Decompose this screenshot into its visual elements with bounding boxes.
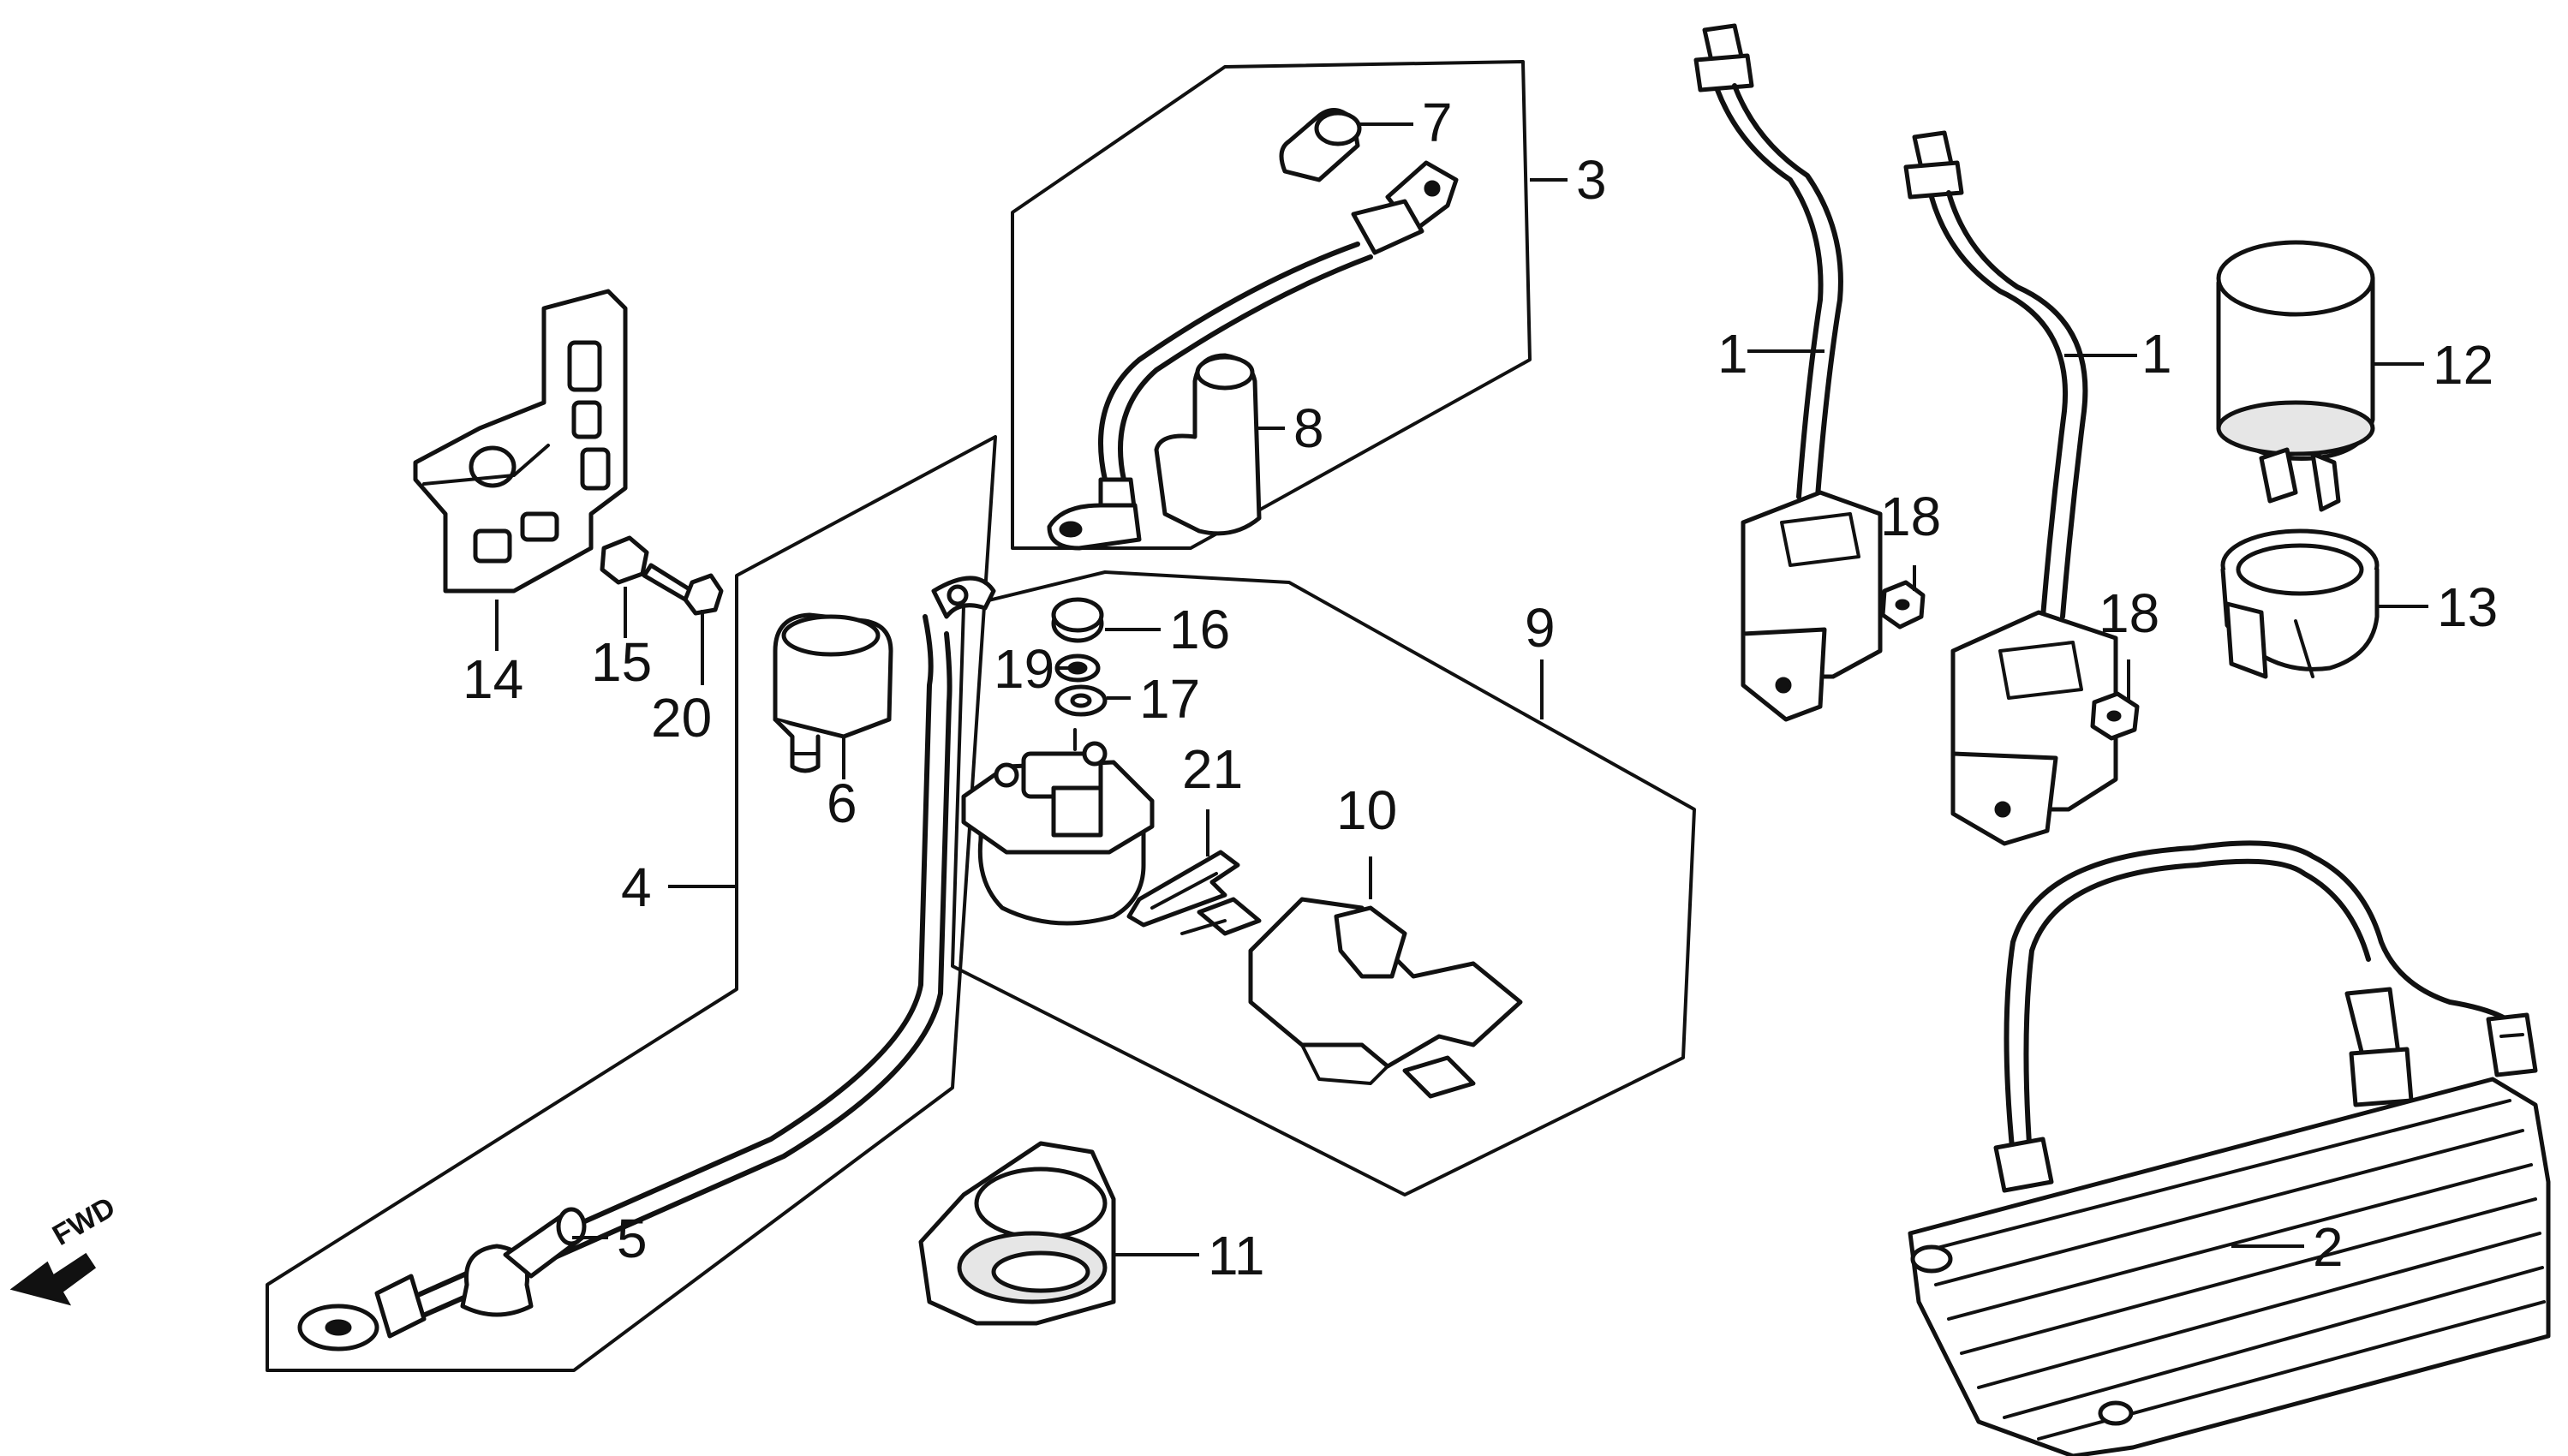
nut-18-right — [2090, 691, 2140, 741]
callout-9: 9 — [1525, 597, 1556, 659]
fwd-arrow-icon — [9, 1252, 97, 1306]
nut-15 — [600, 535, 649, 585]
callout-15: 15 — [591, 631, 652, 693]
callout-5: 5 — [617, 1208, 648, 1269]
band-13 — [2220, 528, 2380, 679]
callout-14: 14 — [463, 648, 523, 710]
washer-17 — [1054, 684, 1108, 717]
clamp-11 — [918, 1141, 1116, 1326]
group-4-boundary — [266, 435, 997, 1372]
bracket-14 — [413, 289, 628, 594]
cap-7 — [1279, 108, 1362, 182]
terminal-cover-5 — [460, 1207, 587, 1317]
callout-19: 19 — [994, 638, 1054, 700]
callout-4: 4 — [621, 856, 652, 918]
callout-8: 8 — [1293, 397, 1324, 459]
starter-relay — [961, 728, 1155, 926]
battery-cable-4 — [297, 576, 996, 1352]
callout-21: 21 — [1182, 738, 1243, 800]
callout-1-right: 1 — [2141, 323, 2172, 385]
callout-labels: 1 1 2 3 4 5 6 7 8 9 10 11 12 13 14 15 16… — [463, 92, 2498, 1286]
bolt-20 — [642, 563, 724, 616]
callout-13: 13 — [2437, 576, 2498, 638]
fwd-label: FWD — [47, 1190, 121, 1252]
boot-8 — [1154, 353, 1262, 536]
resistor-1-left — [1693, 23, 1883, 722]
callout-12: 12 — [2433, 334, 2493, 396]
leader-lines — [495, 122, 2428, 1256]
callout-10: 10 — [1336, 779, 1397, 841]
callout-20: 20 — [651, 687, 712, 749]
callout-11: 11 — [1208, 1225, 1264, 1286]
callout-17: 17 — [1139, 668, 1200, 730]
callout-2: 2 — [2313, 1216, 2344, 1278]
callout-3: 3 — [1576, 149, 1607, 211]
cover-6 — [773, 612, 893, 773]
cable-3 — [1047, 160, 1459, 551]
resistor-1-right — [1903, 130, 2118, 846]
group-9-boundary — [951, 570, 1696, 1196]
nut-16 — [1051, 597, 1104, 643]
callout-18-right: 18 — [2099, 582, 2159, 644]
clip-21 — [1126, 850, 1240, 928]
callout-6: 6 — [827, 773, 857, 834]
callout-16: 16 — [1169, 599, 1230, 660]
group-3-boundary — [1011, 60, 1532, 550]
callout-1-left: 1 — [1717, 323, 1748, 385]
holder-10 — [1180, 897, 1523, 1099]
forward-direction-indicator: FWD — [9, 1190, 121, 1306]
callout-18-left: 18 — [1880, 486, 1941, 547]
regulator-rectifier-2 — [1908, 840, 2551, 1456]
nut-18-left — [1880, 580, 1926, 630]
callout-7: 7 — [1422, 92, 1453, 153]
condenser-12 — [2216, 240, 2375, 512]
